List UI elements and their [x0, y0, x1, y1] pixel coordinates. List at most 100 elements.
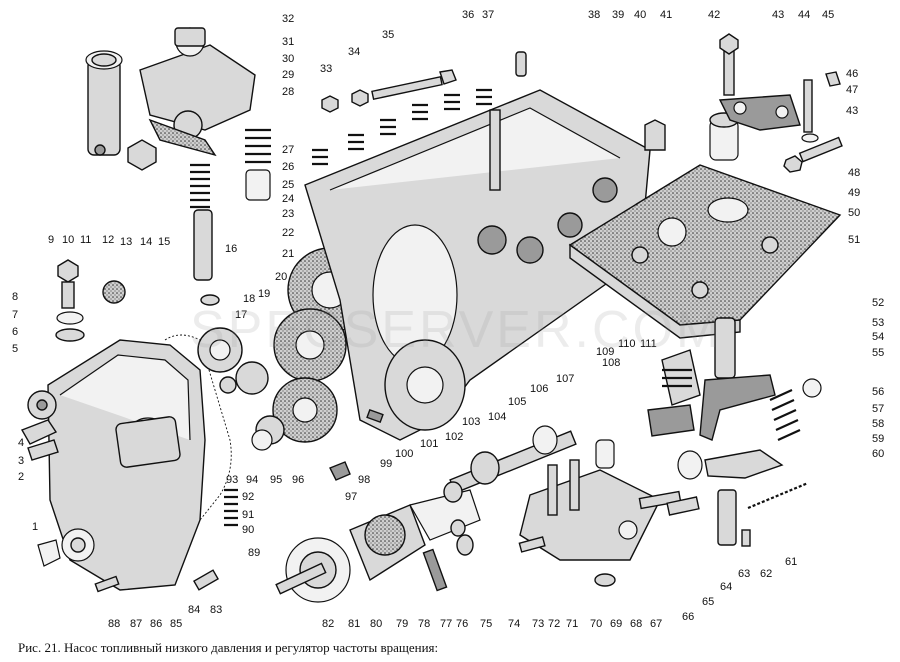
callout-25: 25 — [282, 179, 294, 191]
callout-97: 97 — [345, 491, 357, 503]
callout-33: 33 — [320, 63, 332, 75]
callout-95: 95 — [270, 474, 282, 486]
callout-56: 56 — [872, 386, 884, 398]
callout-26: 26 — [282, 161, 294, 173]
callout-23: 23 — [282, 208, 294, 220]
callout-8: 8 — [12, 291, 18, 303]
callout-67: 67 — [650, 618, 662, 630]
callout-30: 30 — [282, 53, 294, 65]
callout-31: 31 — [282, 36, 294, 48]
callout-109: 109 — [596, 346, 614, 358]
callout-63: 63 — [738, 568, 750, 580]
callout-62: 62 — [760, 568, 772, 580]
intermediate-shaft — [443, 425, 616, 587]
callout-93: 93 — [226, 474, 238, 486]
callout-6: 6 — [12, 326, 18, 338]
callout-20: 20 — [275, 271, 287, 283]
lever-set — [644, 33, 843, 173]
callout-3: 3 — [18, 455, 24, 467]
callout-10: 10 — [62, 234, 74, 246]
callout-74: 74 — [508, 618, 520, 630]
callout-35: 35 — [382, 29, 394, 41]
callout-43: 43 — [846, 105, 858, 117]
plunger-bushing — [85, 50, 123, 156]
callout-28: 28 — [282, 86, 294, 98]
callout-19: 19 — [258, 288, 270, 300]
spring-stack — [190, 128, 271, 527]
drive-shaft-assembly — [275, 489, 481, 603]
callout-80: 80 — [370, 618, 382, 630]
callout-29: 29 — [282, 69, 294, 81]
callout-49: 49 — [848, 187, 860, 199]
callout-98: 98 — [358, 474, 370, 486]
callout-13: 13 — [120, 236, 132, 248]
callout-14: 14 — [140, 236, 152, 248]
callout-55: 55 — [872, 347, 884, 359]
callout-7: 7 — [12, 309, 18, 321]
callout-48: 48 — [848, 167, 860, 179]
callout-70: 70 — [590, 618, 602, 630]
callout-102: 102 — [445, 431, 463, 443]
hex-plug — [127, 139, 157, 171]
callout-53: 53 — [872, 317, 884, 329]
callout-17: 17 — [235, 309, 247, 321]
callout-71: 71 — [566, 618, 578, 630]
callout-15: 15 — [158, 236, 170, 248]
callout-52: 52 — [872, 297, 884, 309]
callout-27: 27 — [282, 144, 294, 156]
callout-92: 92 — [242, 491, 254, 503]
callout-88: 88 — [108, 618, 120, 630]
gasket — [164, 334, 232, 521]
callout-81: 81 — [348, 618, 360, 630]
pump-carrier — [518, 450, 703, 561]
callout-21: 21 — [282, 248, 294, 260]
regulator-parts — [647, 317, 822, 547]
callout-5: 5 — [12, 343, 18, 355]
callout-108: 108 — [602, 357, 620, 369]
callout-65: 65 — [702, 596, 714, 608]
callout-51: 51 — [848, 234, 860, 246]
callout-99: 99 — [380, 458, 392, 470]
callout-43: 43 — [772, 9, 784, 21]
callout-78: 78 — [418, 618, 430, 630]
callout-101: 101 — [420, 438, 438, 450]
callout-72: 72 — [548, 618, 560, 630]
callout-42: 42 — [708, 9, 720, 21]
callout-90: 90 — [242, 524, 254, 536]
callout-96: 96 — [292, 474, 304, 486]
callout-38: 38 — [588, 9, 600, 21]
callout-85: 85 — [170, 618, 182, 630]
callout-100: 100 — [395, 448, 413, 460]
callout-60: 60 — [872, 448, 884, 460]
callout-18: 18 — [243, 293, 255, 305]
callout-22: 22 — [282, 227, 294, 239]
callout-61: 61 — [785, 556, 797, 568]
plunger-springs-row — [312, 88, 492, 166]
callout-83: 83 — [210, 604, 222, 616]
callout-2: 2 — [18, 471, 24, 483]
callout-68: 68 — [630, 618, 642, 630]
callout-46: 46 — [846, 68, 858, 80]
callout-36: 36 — [462, 9, 474, 21]
callout-47: 47 — [846, 84, 858, 96]
callout-87: 87 — [130, 618, 142, 630]
callout-82: 82 — [322, 618, 334, 630]
callout-58: 58 — [872, 418, 884, 430]
callout-11: 11 — [80, 234, 91, 246]
callout-44: 44 — [798, 9, 810, 21]
callout-106: 106 — [530, 383, 548, 395]
callout-105: 105 — [508, 396, 526, 408]
callout-107: 107 — [556, 373, 574, 385]
valve-housing — [139, 27, 256, 157]
callout-37: 37 — [482, 9, 494, 21]
callout-84: 84 — [188, 604, 200, 616]
callout-79: 79 — [396, 618, 408, 630]
callout-32: 32 — [282, 13, 294, 25]
long-bolt — [321, 51, 527, 191]
callout-73: 73 — [532, 618, 544, 630]
regulator-cover — [568, 112, 842, 339]
callout-1: 1 — [32, 521, 38, 533]
callout-75: 75 — [480, 618, 492, 630]
callout-41: 41 — [660, 9, 672, 21]
